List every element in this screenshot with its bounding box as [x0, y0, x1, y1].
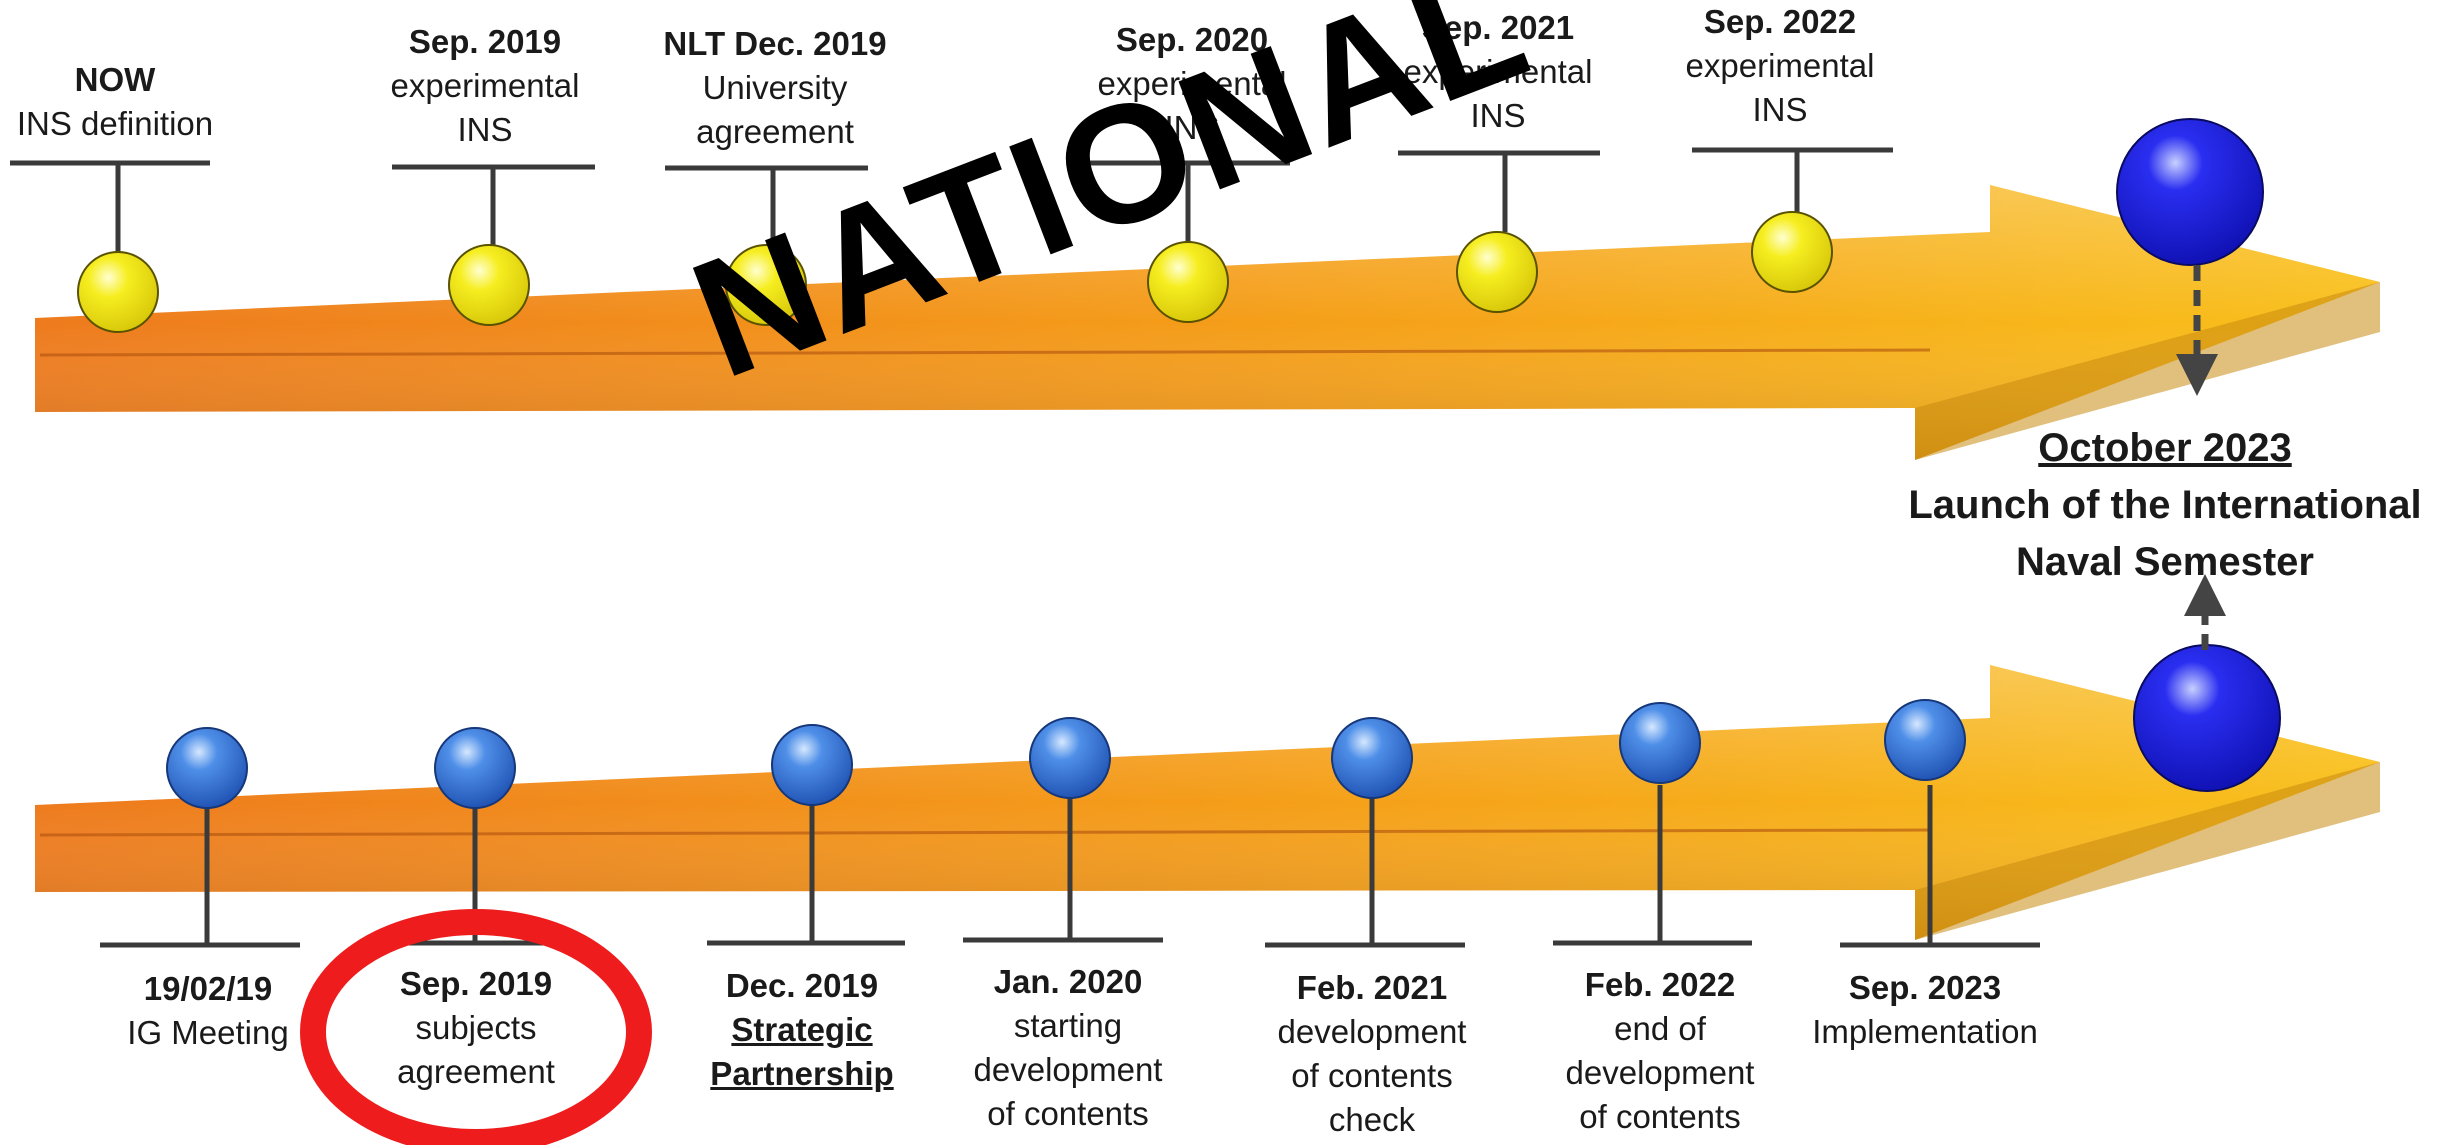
intl-marker-7 [1884, 699, 1966, 781]
national-marker-4 [1147, 241, 1229, 323]
intl-marker-1 [166, 727, 248, 809]
intl-marker-6 [1619, 702, 1701, 784]
launch-marker-bottom [2133, 644, 2281, 792]
intl-marker-5 [1331, 717, 1413, 799]
intl-marker-2 [434, 727, 516, 809]
national-marker-5 [1456, 231, 1538, 313]
intl-marker-3 [771, 724, 853, 806]
international-arrow [35, 665, 2380, 940]
national-marker-3 [725, 244, 807, 326]
intl-marker-4 [1029, 717, 1111, 799]
launch-marker-top [2116, 118, 2264, 266]
highlight-ring [300, 909, 652, 1145]
national-marker-6 [1751, 211, 1833, 293]
launch-label: October 2023 Launch of the International… [1908, 426, 2422, 584]
national-marker-1 [77, 251, 159, 333]
national-marker-2 [448, 244, 530, 326]
